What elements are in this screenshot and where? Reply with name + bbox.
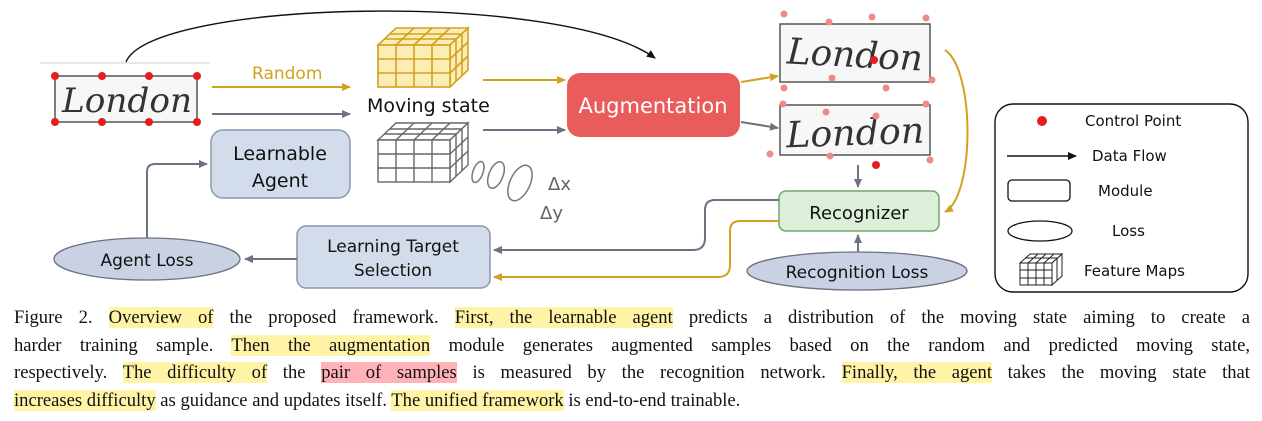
framework-diagram: London Random Moving state (40, 10, 1249, 293)
distribution-ellipses (471, 160, 533, 202)
legend-feature-map-icon (1018, 252, 1064, 287)
recognizer-to-target-gold-arrow (493, 220, 779, 281)
legend-data-flow-label: Data Flow (1092, 147, 1167, 165)
highlight: First, the learnable agent (454, 307, 673, 328)
learnable-agent-label-line2: Agent (252, 170, 308, 192)
skip-connection-arrow (125, 10, 656, 63)
random-label: Random (252, 64, 322, 84)
caption-line-4: increases difficulty as guidance and upd… (14, 389, 741, 411)
predicted-feature-map-icon (376, 121, 470, 184)
caption-line-1: Figure 2. Overview of the proposed frame… (14, 307, 1250, 328)
legend-control-point-label: Control Point (1085, 112, 1181, 130)
recognizer-to-target-gray-arrow (493, 199, 779, 254)
augmentation-label: Augmentation (578, 94, 727, 118)
caption-line-2: harder training sample. Then the augment… (14, 334, 1251, 356)
delta-y-label: Δy (540, 203, 563, 224)
augmentation-to-sample2-arrow (740, 121, 779, 131)
legend-loss-marker (1007, 220, 1073, 242)
legend-module-label: Module (1098, 182, 1153, 200)
agent-loss-label: Agent Loss (100, 251, 193, 271)
delta-x-label: Δx (548, 174, 571, 195)
recognizer-label: Recognizer (809, 203, 909, 224)
highlight-red: pair of samples (321, 362, 457, 383)
learning-target-selection-module: Learning Target Selection (296, 225, 491, 289)
agent-loss: Agent Loss (53, 237, 241, 281)
learning-target-label-line1: Learning Target (327, 237, 459, 257)
control-points (51, 72, 201, 126)
recognizer-module: Recognizer (778, 190, 940, 232)
agent-loss-to-agent-arrow (146, 160, 208, 238)
highlight: The unified framework (391, 389, 564, 411)
figure-caption: Figure 2. Overview of the proposed frame… (14, 304, 1250, 414)
recognition-loss-label: Recognition Loss (786, 263, 929, 283)
caption-line-3: respectively. The difficulty of the pair… (14, 362, 1250, 383)
augmentation-to-sample1-arrow (740, 73, 779, 83)
moving-state-label: Moving state (367, 95, 490, 117)
recognition-loss: Recognition Loss (746, 251, 968, 291)
augmentation-module: Augmentation (567, 73, 740, 137)
legend-feature-maps-label: Feature Maps (1084, 262, 1185, 280)
augmented-word-2: London (784, 111, 924, 157)
legend-loss-label: Loss (1112, 222, 1145, 240)
highlight: increases difficulty (14, 389, 156, 411)
input-sample: London (40, 62, 210, 126)
augmented-sample-1: London (779, 10, 936, 92)
random-feature-map-icon (375, 26, 471, 89)
augmented-word-1: London (785, 31, 924, 79)
highlight: Overview of (108, 307, 214, 328)
highlight: The difficulty of (122, 362, 268, 383)
legend: Control Point Data Flow Module Loss Feat… (994, 103, 1249, 293)
augmented-sample-2: London (766, 100, 934, 169)
sample1-to-recognizer-arrow (944, 49, 969, 213)
legend-module-marker (1007, 179, 1071, 202)
highlight: Then the augmentation (231, 334, 431, 356)
learning-target-label-line2: Selection (354, 261, 432, 281)
learnable-agent-label-line1: Learnable (233, 143, 327, 165)
learnable-agent-module: Learnable Agent (210, 129, 351, 199)
legend-control-point-marker (1037, 116, 1047, 126)
input-word: London (61, 81, 192, 121)
highlight: Finally, the agent (841, 362, 993, 383)
